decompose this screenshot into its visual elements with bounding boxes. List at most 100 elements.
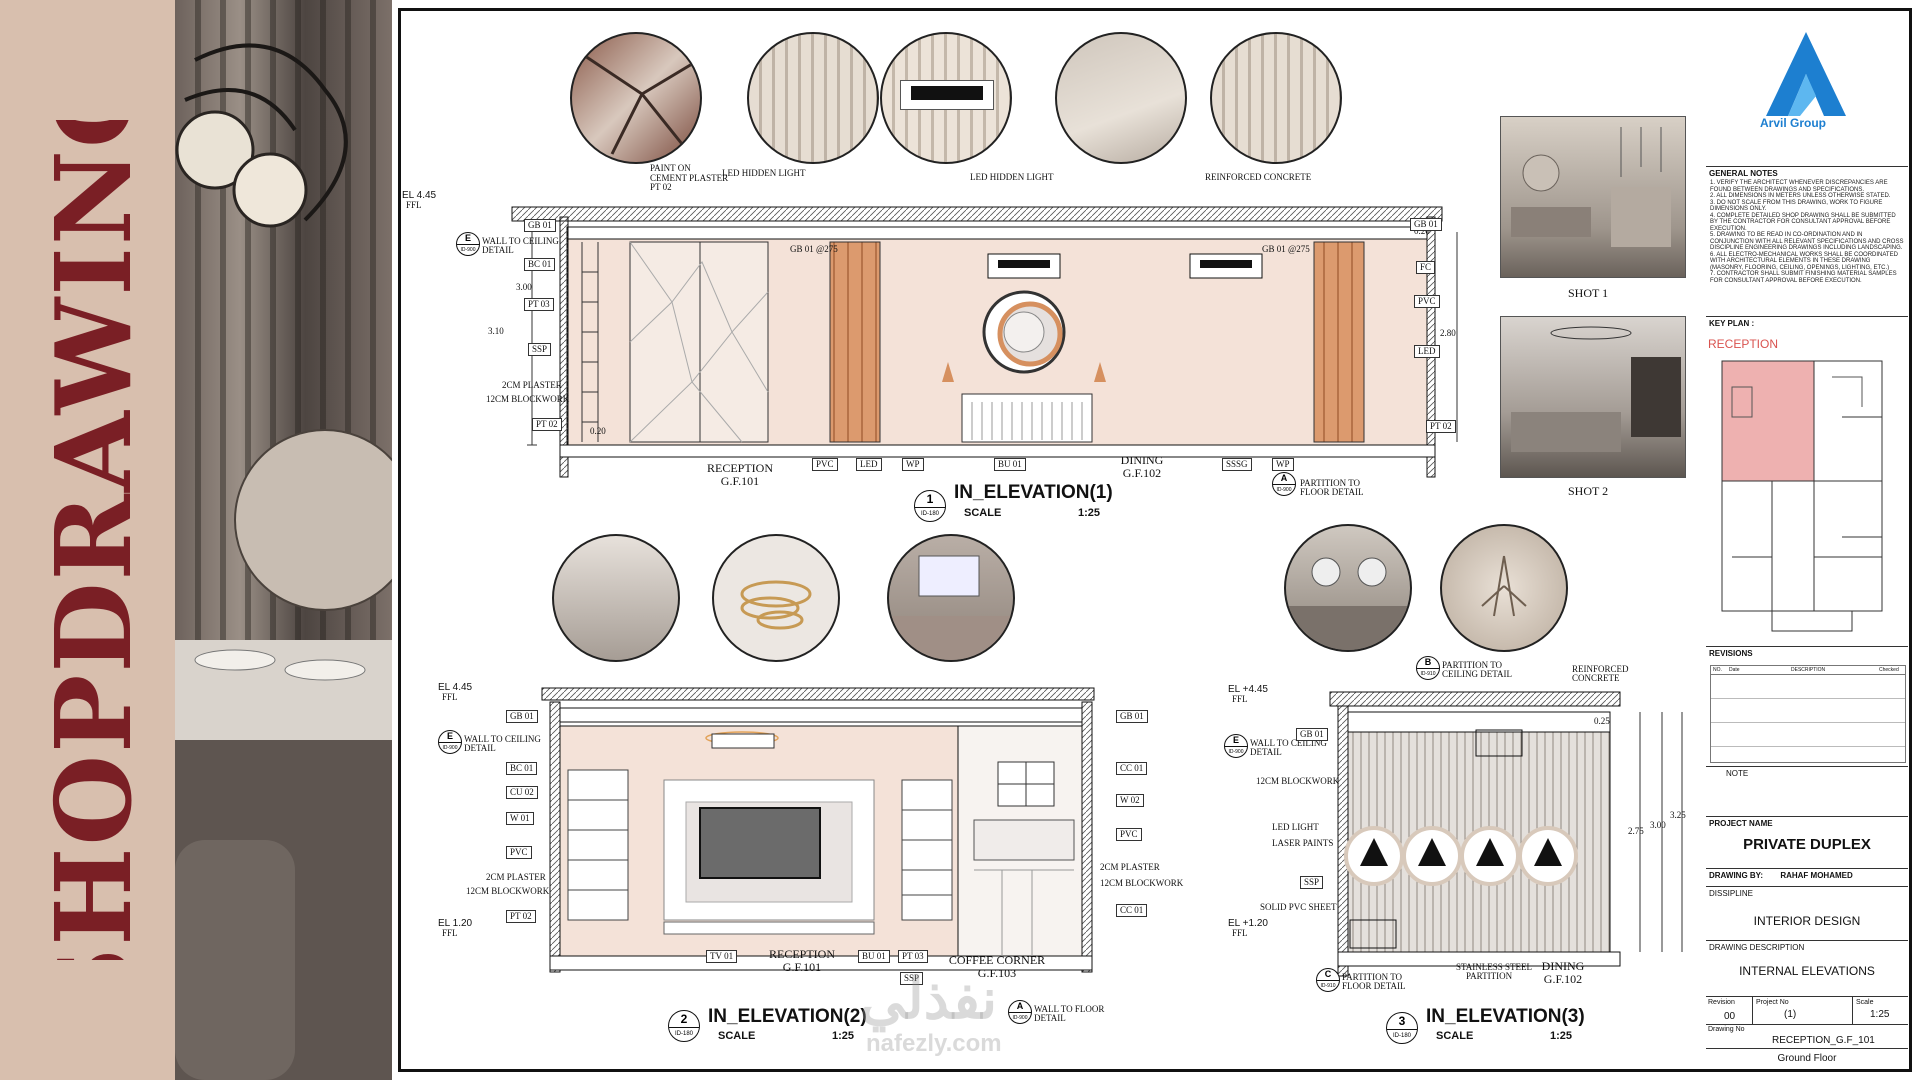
label-stainless-3: STAINLESS STEEL	[1456, 962, 1533, 972]
tag-w02-r2: W 02	[1116, 794, 1144, 807]
project-name-heading: PROJECT NAME	[1709, 819, 1773, 828]
elevation-1-scale: 1:25	[1078, 507, 1101, 519]
shot-1-label: SHOT 1	[1568, 286, 1609, 300]
label-partition-ceiling-3: PARTITION TO	[1442, 660, 1503, 670]
tag-cu02-l2: CU 02	[506, 786, 538, 799]
floor: Ground Floor	[1777, 1053, 1837, 1064]
label-detail-1: DETAIL	[482, 245, 514, 255]
drawing-by: RAHAF MOHAMED	[1780, 871, 1853, 880]
tag-pt03-b2: PT 03	[898, 950, 928, 963]
tag-gb01-r2: GB 01	[1116, 710, 1148, 723]
render-shot-1	[1500, 116, 1686, 278]
label-partition-floor-1: PARTITION TO	[1300, 478, 1361, 488]
note-section: NOTE	[1706, 766, 1908, 817]
elevation-1-drawing	[511, 206, 1458, 478]
label-12cm-block-2: 12CM BLOCKWORK	[466, 886, 550, 896]
project-name: PRIVATE DUPLEX	[1743, 836, 1871, 853]
level-top-sub-3: FFL	[1232, 694, 1248, 704]
label-led-hidden-light-2: LED HIDDEN LIGHT	[970, 172, 1054, 182]
watermark-latin: nafezly.com	[866, 1030, 1002, 1057]
material-swatch-leaf-art	[1440, 524, 1568, 652]
tag-ssp-l1: SSP	[528, 343, 552, 356]
label-wall-to-ceiling-1: WALL TO CEILING	[482, 236, 559, 246]
elevation-1-title: IN_ELEVATION(1)	[954, 482, 1113, 503]
logo-text: Arvil Group	[1760, 116, 1827, 130]
revisions-section: REVISIONS NO. Date DESCRIPTION Checked	[1706, 646, 1908, 767]
level-bottom-2: EL 1.20	[438, 918, 473, 929]
dim-2-80: 2.80	[1440, 328, 1456, 338]
elevation-2-scale: 1:25	[832, 1030, 855, 1042]
drawing-description-section: DRAWING DESCRIPTION INTERNAL ELEVATIONS	[1706, 940, 1908, 997]
label-gb01-275-b: GB 01 @275	[1262, 244, 1310, 254]
label-wall-to-ceiling-3: WALL TO CEILING	[1250, 738, 1327, 748]
dim-0-20-bottom: 0.20	[590, 426, 606, 436]
tag-pvc-r1: PVC	[1414, 295, 1440, 308]
key-plan-section: KEY PLAN : RECEPTION	[1706, 316, 1908, 647]
note-7: 7. CONTRACTOR SHALL SUBMIT FINISHING MAT…	[1710, 271, 1897, 284]
dim-3-00: 3.00	[1650, 820, 1666, 830]
label-detail-3: DETAIL	[1250, 747, 1282, 757]
note-1: 1. VERIFY THE ARCHITECT WHENEVER DISCREP…	[1710, 180, 1888, 193]
level-bottom-sub-3: FFL	[1232, 928, 1248, 938]
tag-cc01b-r2: CC 01	[1116, 904, 1148, 917]
tag-bc01-l1: BC 01	[524, 258, 556, 271]
level-top-sub-2: FFL	[442, 692, 458, 702]
project-no-value: (1)	[1784, 1009, 1797, 1020]
label-floor-detail-2: DETAIL	[1034, 1013, 1066, 1023]
drawing-no-section: Drawing No RECEPTION_G.F_101	[1706, 1024, 1908, 1049]
note-5: 5. DRAWING TO BE READ IN CO-ORDINATION A…	[1710, 232, 1904, 251]
scale-heading: Scale	[1856, 999, 1874, 1006]
tag-wp-b1: WP	[902, 458, 924, 471]
label-2cm-plaster-2: 2CM PLASTER	[486, 872, 546, 882]
material-swatch-slats	[1210, 32, 1342, 164]
key-plan-highlight-label: RECEPTION	[1708, 337, 1779, 351]
label-2cm-plaster-2r: 2CM PLASTER	[1100, 862, 1160, 872]
tag-pt02-l2: PT 02	[506, 910, 536, 923]
revision-value: 00	[1724, 1011, 1736, 1022]
tag-pt02-l1: PT 02	[532, 418, 562, 431]
tag-sssg-b1: SSSG	[1222, 458, 1252, 471]
dim-0-25: 0.25	[1594, 716, 1610, 726]
label-12cm-block-3: 12CM BLOCKWORK	[1256, 776, 1340, 786]
arvil-logo-icon	[1766, 32, 1846, 116]
level-top-sub-1: FFL	[406, 200, 422, 210]
label-detail-2: DETAIL	[464, 743, 496, 753]
dim-0-20-top: 0.20	[1414, 226, 1430, 236]
key-plan-drawing	[1721, 360, 1883, 632]
tag-ssp-b2: SSP	[900, 972, 924, 985]
level-top-1: EL 4.45	[402, 190, 437, 201]
note-2: 2. ALL DIMENSIONS IN METERS UNLESS OTHER…	[1710, 193, 1891, 199]
elevation-2-scale-label: SCALE	[718, 1030, 756, 1042]
level-bottom-sub-2: FFL	[442, 928, 458, 938]
material-swatch-marble	[570, 32, 702, 164]
label-solid-pvc-3: SOLID PVC SHEET	[1260, 902, 1337, 912]
label-partition-floor-3: PARTITION TO	[1342, 972, 1403, 982]
note-4: 4. COMPLETE DETAILED SHOP DRAWING SHALL …	[1710, 212, 1896, 232]
discipline: INTERIOR DESIGN	[1753, 914, 1861, 928]
label-cement-plaster: CEMENT PLASTER	[650, 173, 729, 183]
dim-2-75: 2.75	[1628, 826, 1644, 836]
label-12cm-block-1: 12CM BLOCKWORK	[486, 394, 570, 404]
tag-cc01-r2: CC 01	[1116, 762, 1148, 775]
tag-gb01-r1: GB 01	[1410, 218, 1442, 231]
tag-pvc-r2: PVC	[1116, 828, 1142, 841]
leaf-art-panels	[1344, 826, 1578, 886]
dining-scene-illustration	[175, 43, 392, 1080]
elevation-2-title: IN_ELEVATION(2)	[708, 1006, 867, 1027]
elevation-3-drawing	[1329, 691, 1683, 977]
material-swatch-ac-unit	[880, 32, 1012, 164]
tag-gb01-l2: GB 01	[506, 710, 538, 723]
drawing-no-heading: Drawing No	[1708, 1026, 1745, 1033]
label-partition-3: PARTITION	[1466, 971, 1513, 981]
watermark-arabic: نفذلي	[860, 967, 998, 1030]
